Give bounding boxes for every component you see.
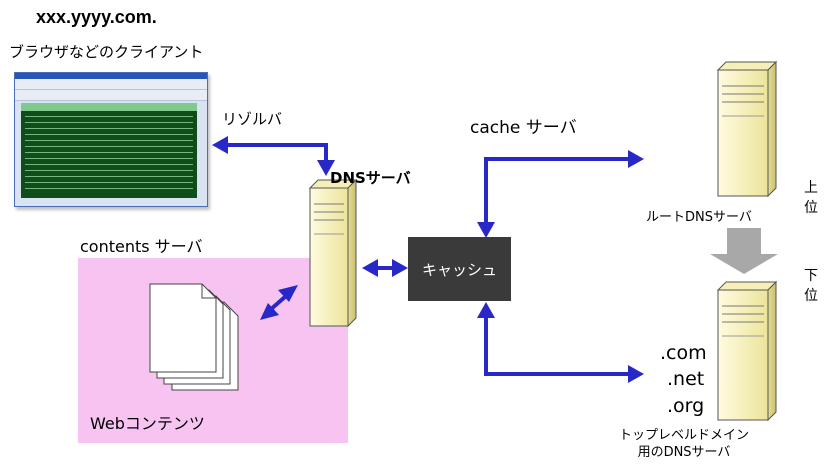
arrowhead-dns-side bbox=[278, 285, 298, 302]
arrow-browser-resolver-dns bbox=[226, 143, 328, 163]
arrowhead-left-browser bbox=[212, 136, 228, 154]
browser-address-bar bbox=[15, 90, 207, 101]
tld-server-label-line2: 用のDNSサーバ bbox=[637, 445, 731, 460]
hierarchy-arrow bbox=[710, 228, 778, 274]
cache-box: キャッシュ bbox=[408, 237, 511, 301]
arrowhead-down-dns bbox=[317, 160, 335, 176]
browser-client-window bbox=[14, 72, 208, 207]
tld-server-label-line1: トップレベルドメイン bbox=[618, 428, 749, 443]
domain-title: xxx.yyyy.com. bbox=[36, 7, 157, 27]
client-label: ブラウザなどのクライアント bbox=[9, 43, 204, 61]
arrowhead-down-cache-tld bbox=[477, 302, 495, 318]
resolver-label: リゾルバ bbox=[222, 110, 283, 128]
arrow-dns-contents bbox=[268, 294, 288, 312]
cache-server-label: cache サーバ bbox=[470, 118, 577, 138]
hierarchy-upper-char1: 上 bbox=[804, 180, 818, 196]
arrowhead-right-tld bbox=[628, 365, 644, 383]
root-dns-server-icon bbox=[716, 60, 778, 198]
web-contents-label: Webコンテンツ bbox=[90, 414, 205, 433]
dns-server-icon bbox=[308, 178, 358, 328]
hierarchy-lower: 下 位 bbox=[803, 266, 819, 306]
tld-dns-server-icon bbox=[716, 280, 778, 422]
tld-com: .com bbox=[660, 342, 707, 364]
browser-content-area bbox=[21, 103, 197, 198]
hierarchy-upper: 上 位 bbox=[803, 178, 819, 218]
arrow-cache-tld bbox=[484, 316, 630, 376]
hierarchy-lower-char2: 位 bbox=[804, 288, 818, 304]
tld-server-label: トップレベルドメイン 用のDNSサーバ bbox=[604, 427, 764, 461]
browser-toolbar bbox=[15, 79, 207, 90]
arrow-cache-root bbox=[484, 157, 630, 224]
arrowhead-contents bbox=[260, 303, 279, 320]
arrowhead-right-cache bbox=[392, 259, 408, 277]
arrowhead-up-cache-root bbox=[477, 222, 495, 238]
hierarchy-upper-char2: 位 bbox=[804, 200, 818, 216]
hierarchy-lower-char1: 下 bbox=[804, 268, 818, 284]
contents-server-label: contents サーバ bbox=[80, 237, 203, 256]
tld-org: .org bbox=[667, 395, 705, 417]
document-stack-icon bbox=[149, 283, 239, 391]
browser-title-bar bbox=[15, 73, 207, 79]
arrowhead-left-dns bbox=[362, 259, 378, 277]
arrowhead-right-root bbox=[628, 150, 644, 168]
cache-box-label: キャッシュ bbox=[421, 260, 497, 279]
tld-net: .net bbox=[667, 368, 705, 390]
root-dns-label: ルートDNSサーバ bbox=[646, 210, 752, 225]
dns-server-label: DNSサーバ bbox=[330, 169, 411, 187]
